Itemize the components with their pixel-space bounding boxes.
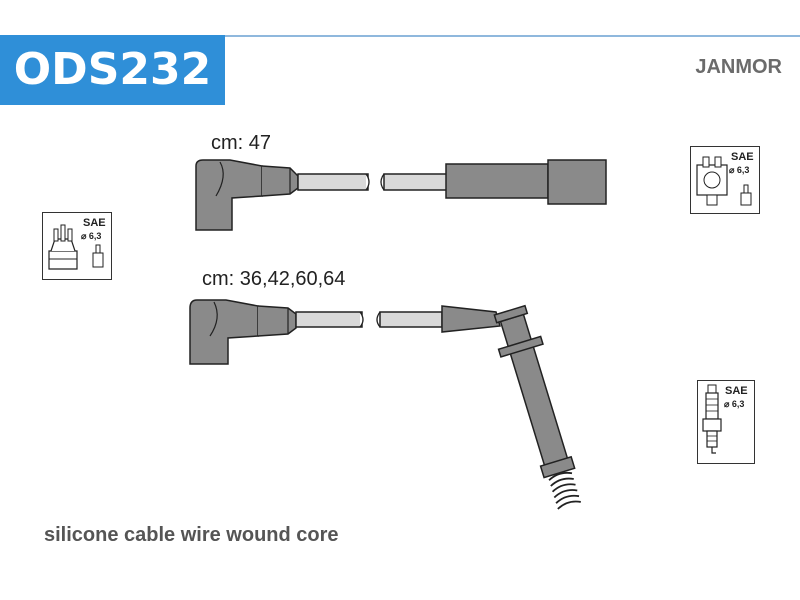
header-divider <box>225 35 800 37</box>
coil-connector-box: SAE ⌀ 6,3 <box>690 146 760 214</box>
cable-description: silicone cable wire wound core <box>44 524 339 546</box>
sparkplug-diameter-label: ⌀ 6,3 <box>724 399 745 409</box>
sparkplug-sae-label: SAE <box>725 385 748 397</box>
brand-name: JANMOR <box>695 56 782 78</box>
cable-2-long-boot <box>493 304 581 510</box>
cable-2-wire-right <box>379 311 443 328</box>
coil-diameter-label: ⌀ 6,3 <box>729 165 750 175</box>
cable-2-length-label: cm: 36,42,60,64 <box>202 268 346 290</box>
distributor-connector-box: SAE ⌀ 6,3 <box>42 212 112 280</box>
spark-plug-icon <box>702 384 722 454</box>
distributor-diameter-label: ⌀ 6,3 <box>81 231 102 241</box>
cable-2 <box>189 299 581 510</box>
cable-1-straight-boot <box>445 163 549 199</box>
cable-1-wire-left <box>297 173 369 191</box>
cable-1-angle-boot <box>195 159 263 231</box>
sparkplug-connector-box: SAE ⌀ 6,3 <box>697 380 755 464</box>
cable-1-length-label: cm: 47 <box>211 132 272 154</box>
part-code-badge: ODS232 <box>0 35 225 105</box>
coil-sae-label: SAE <box>731 151 754 163</box>
distributor-sae-label: SAE <box>83 217 106 229</box>
cable-1 <box>195 159 607 231</box>
distributor-cap-icon <box>48 224 104 270</box>
cable-2-wire-left <box>295 311 363 328</box>
ignition-coil-icon <box>696 156 752 206</box>
cable-1-wire-right <box>383 173 449 191</box>
cable-2-angle-boot <box>189 299 259 365</box>
spring-contact <box>548 471 581 510</box>
